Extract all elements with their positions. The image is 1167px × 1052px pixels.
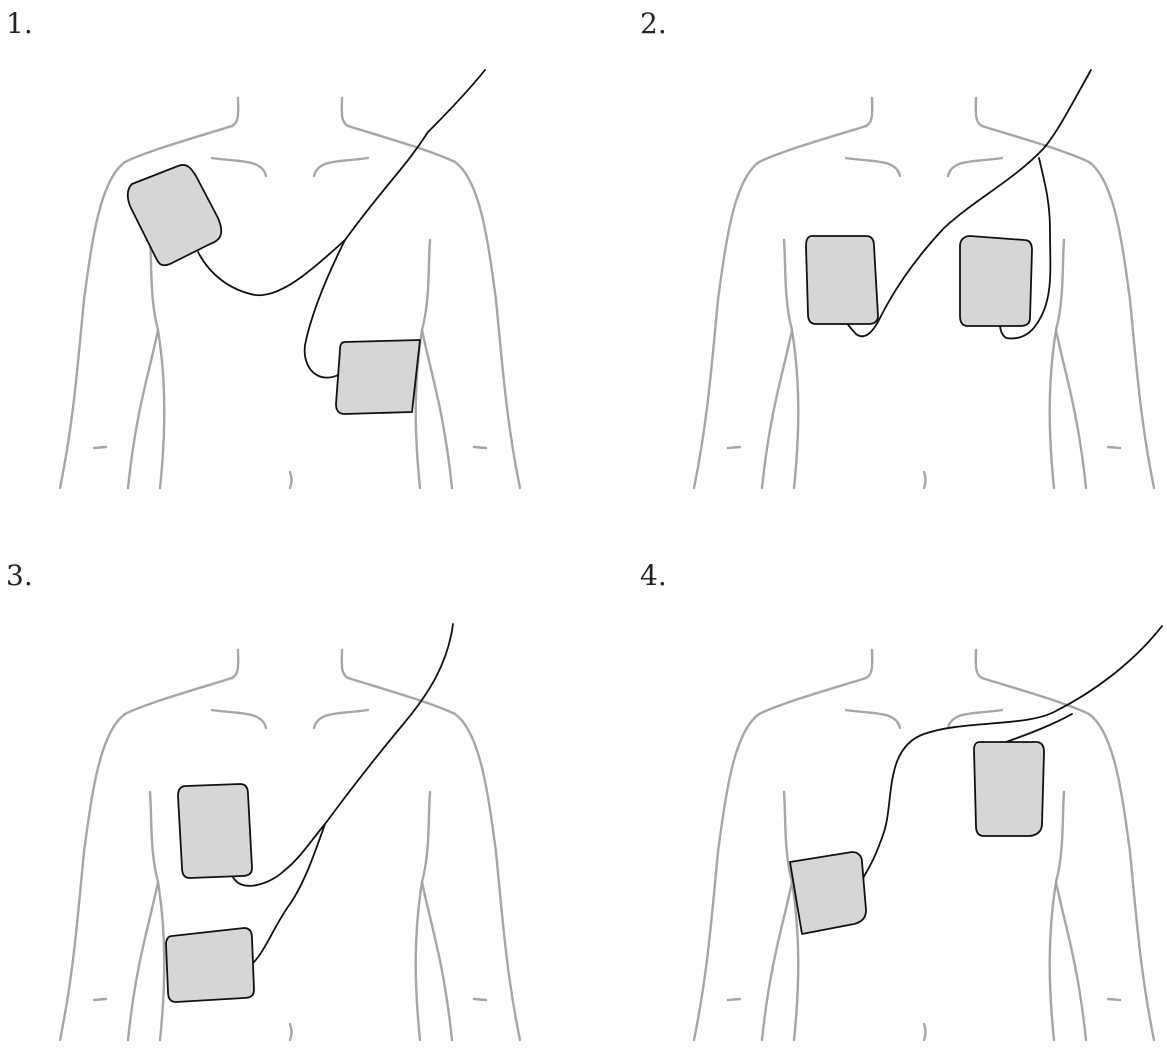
panel-1-cable-branch (303, 239, 346, 379)
panel-4-cable (861, 625, 1163, 881)
panel-2-cable (845, 69, 1092, 338)
panel-3-label: 3. (6, 559, 33, 592)
panel-3-pad-upper (177, 783, 253, 879)
panel-3-torso-outline (58, 648, 522, 1042)
panel-2-cable-branch (999, 157, 1052, 340)
panel-2-pad-right (805, 235, 879, 325)
panel-4-pad-left (973, 741, 1045, 837)
panel-1-pad-lower (335, 339, 421, 415)
panel-4-torso-outline (692, 648, 1156, 1042)
panel-1-torso-outline (58, 96, 522, 490)
panel-3-cable-branch (251, 823, 326, 965)
panel-2-pad-left (959, 235, 1033, 327)
panel-1-pad-upper (126, 164, 223, 267)
panel-4-diagram (692, 625, 1163, 1042)
panel-3-diagram (58, 623, 522, 1042)
panel-3-cable (229, 623, 454, 887)
panel-1-diagram (58, 69, 522, 490)
panel-3-pad-lower (165, 927, 255, 1003)
panel-4-label: 4. (640, 559, 667, 592)
panel-2-label: 2. (640, 7, 667, 40)
panel-4-pad-right (789, 851, 867, 935)
panel-4-cable-branch (1005, 713, 1073, 743)
panel-2-diagram (692, 69, 1156, 490)
panel-1-label: 1. (6, 7, 33, 40)
panel-2-torso-outline (692, 96, 1156, 490)
